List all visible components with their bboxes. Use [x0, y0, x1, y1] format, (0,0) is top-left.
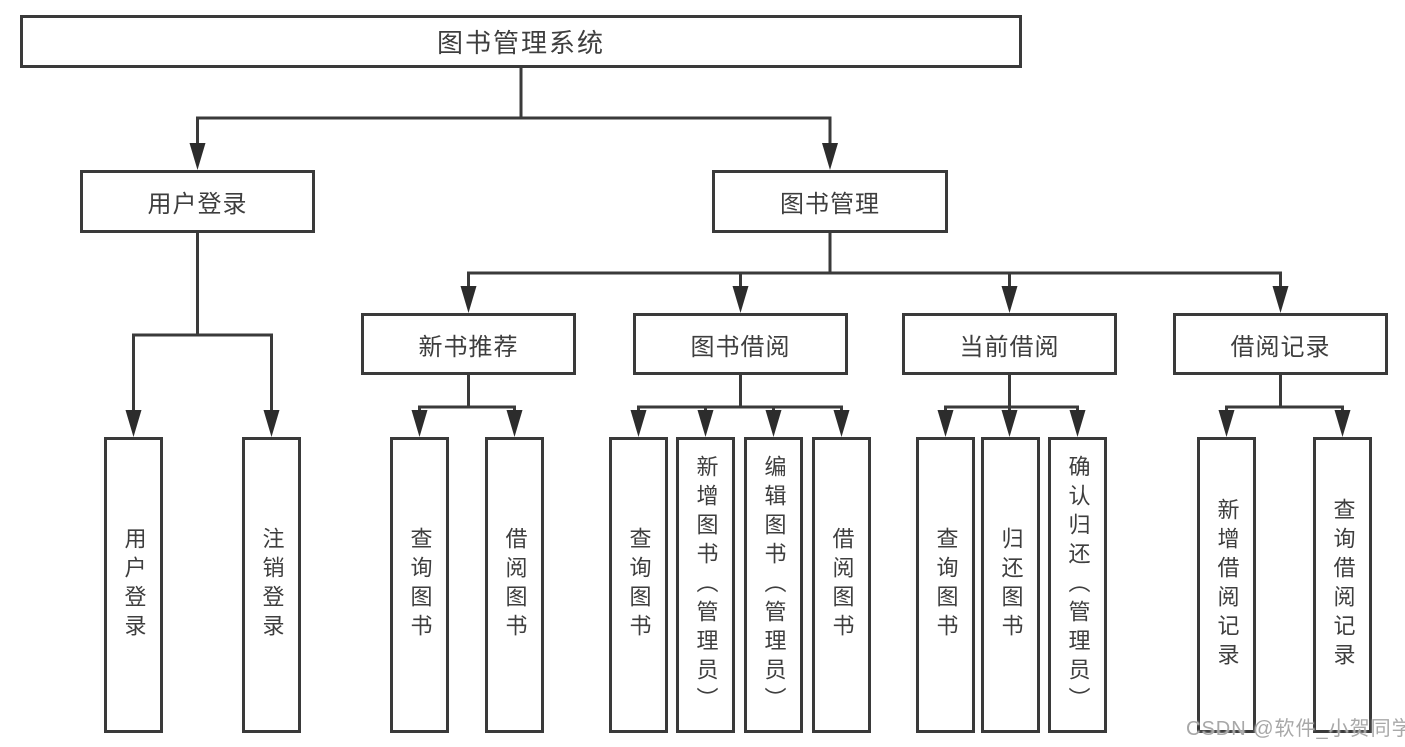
leaf-label: 查询图书	[407, 527, 433, 643]
arrowhead-icon	[263, 410, 280, 437]
leaf-logout: 注销登录	[242, 437, 301, 733]
node-current-borrowing: 当前借阅	[902, 313, 1117, 375]
node-book-borrowing: 图书借阅	[633, 313, 848, 375]
arrowhead-icon	[411, 410, 428, 437]
connector-line	[467, 231, 1282, 294]
leaf-user-login: 用户登录	[104, 437, 163, 733]
leaf-label: 确认归还（管理员）	[1065, 454, 1091, 716]
arrowhead-icon	[506, 410, 523, 437]
leaf-label: 借阅图书	[829, 527, 855, 643]
node-label: 新书推荐	[418, 333, 519, 361]
node-label: 用户登录	[147, 191, 248, 218]
leaf-add-books-admin: 新增图书（管理员）	[676, 437, 735, 733]
leaf-return-books: 归还图书	[981, 437, 1040, 733]
arrowhead-icon	[1218, 410, 1235, 437]
leaf-add-borrow-record: 新增借阅记录	[1197, 437, 1256, 733]
leaf-confirm-return-admin: 确认归还（管理员）	[1048, 437, 1107, 733]
leaf-borrow-books: 借阅图书	[812, 437, 871, 733]
arrowhead-icon	[125, 410, 142, 437]
connector-line	[132, 231, 273, 418]
arrowhead-icon	[765, 410, 782, 437]
node-user-login: 用户登录	[80, 170, 315, 233]
arrowhead-icon	[460, 286, 477, 313]
leaf-query-borrow-record: 查询借阅记录	[1313, 437, 1372, 733]
connector-line	[944, 373, 1079, 418]
connector-line	[418, 373, 516, 418]
arrowhead-icon	[630, 410, 647, 437]
leaf-edit-books-admin: 编辑图书（管理员）	[744, 437, 803, 733]
leaf-label: 查询图书	[933, 527, 959, 643]
leaf-query-books-borrow: 查询图书	[609, 437, 668, 733]
connector-line	[196, 66, 832, 151]
arrowhead-icon	[1334, 410, 1351, 437]
node-label: 图书管理	[780, 191, 880, 218]
node-label: 当前借阅	[959, 333, 1060, 361]
node-borrowing-records: 借阅记录	[1173, 313, 1388, 375]
leaf-label: 查询图书	[626, 527, 652, 643]
node-label: 图书借阅	[690, 333, 791, 361]
arrowhead-icon	[697, 410, 714, 437]
arrowhead-icon	[1001, 286, 1018, 313]
leaf-borrow-books-recommend: 借阅图书	[485, 437, 544, 733]
leaf-label: 归还图书	[998, 527, 1024, 643]
arrowhead-icon	[833, 410, 850, 437]
node-book-management: 图书管理	[712, 170, 948, 233]
arrowhead-icon	[1272, 286, 1289, 313]
node-new-book-recommend: 新书推荐	[361, 313, 576, 375]
leaf-label: 编辑图书（管理员）	[761, 454, 787, 716]
node-label: 图书管理系统	[436, 28, 605, 58]
leaf-label: 借阅图书	[502, 527, 528, 643]
arrowhead-icon	[1001, 410, 1018, 437]
csdn-watermark: CSDN @软件_小贺同学	[1186, 718, 1405, 740]
leaf-label: 注销登录	[259, 527, 285, 643]
leaf-query-books-recommend: 查询图书	[390, 437, 449, 733]
leaf-label: 查询借阅记录	[1330, 498, 1356, 672]
arrowhead-icon	[822, 143, 838, 170]
leaf-label: 用户登录	[121, 527, 147, 643]
leaf-query-books-current: 查询图书	[916, 437, 975, 733]
arrowhead-icon	[1069, 410, 1086, 437]
connector-line	[637, 373, 843, 418]
connector-line	[1225, 373, 1344, 418]
node-library-system: 图书管理系统	[20, 15, 1022, 68]
leaf-label: 新增图书（管理员）	[693, 454, 719, 716]
node-label: 借阅记录	[1230, 333, 1331, 361]
leaf-label: 新增借阅记录	[1214, 498, 1240, 672]
arrowhead-icon	[732, 286, 749, 313]
arrowhead-icon	[189, 143, 206, 170]
arrowhead-icon	[937, 410, 954, 437]
